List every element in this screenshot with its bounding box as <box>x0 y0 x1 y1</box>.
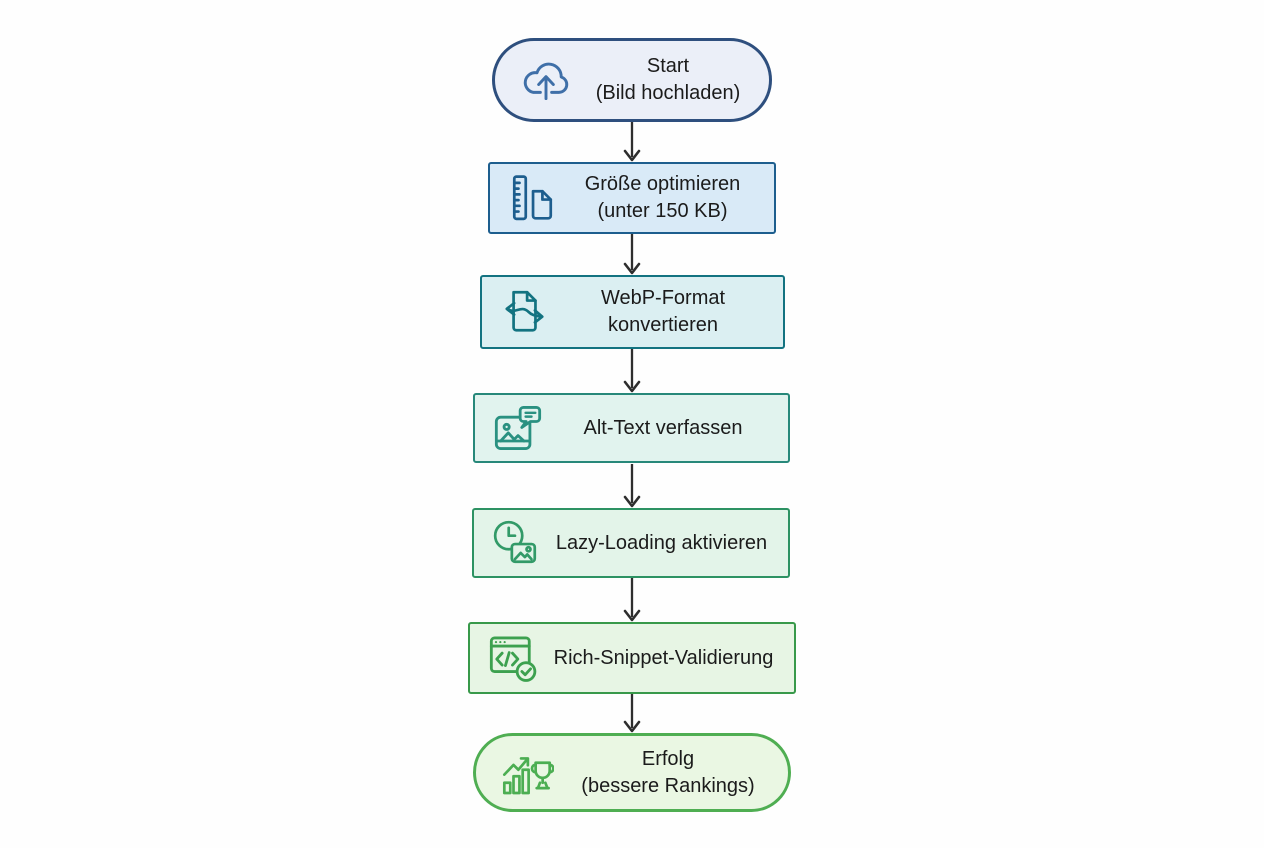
flow-arrow <box>621 231 643 277</box>
node-label: Alt-Text verfassen <box>544 415 788 442</box>
node-label-line: (bessere Rankings) <box>581 774 755 797</box>
flow-node-size-optimize: Größe optimieren (unter 150 KB) <box>488 162 776 234</box>
code-check-icon <box>487 633 539 683</box>
node-label-line: Start <box>646 55 690 77</box>
flow-arrow <box>621 464 643 510</box>
node-label: Erfolg (bessere Rankings) <box>554 746 788 800</box>
image-comment-icon <box>492 403 544 453</box>
flow-node-lazy-loading: Lazy-Loading aktivieren <box>472 508 790 578</box>
flow-arrow <box>621 689 643 735</box>
document-convert-icon <box>499 287 549 337</box>
flow-arrow <box>621 578 643 624</box>
flow-node-rich-snippet: Rich-Snippet-Validierung <box>468 622 796 694</box>
node-label-line: Erfolg <box>641 747 695 770</box>
node-label-line: Größe optimieren <box>584 173 741 195</box>
node-label-line: WebP-Format <box>600 287 726 309</box>
node-label: Lazy-Loading aktivieren <box>541 530 788 557</box>
node-label: WebP-Format konvertieren <box>549 285 783 339</box>
flow-arrow <box>621 349 643 395</box>
cloud-upload-icon <box>519 53 573 107</box>
node-label-line: Rich-Snippet-Validierung <box>553 646 774 669</box>
flow-node-start: Start (Bild hochladen) <box>492 38 772 122</box>
flow-arrow <box>621 118 643 164</box>
node-label: Größe optimieren (unter 150 KB) <box>557 171 774 225</box>
node-label-line: (Bild hochladen) <box>595 82 741 104</box>
node-label-line: Alt-Text verfassen <box>583 416 743 439</box>
node-label-line: konvertieren <box>607 314 719 336</box>
flow-node-webp-convert: WebP-Format konvertieren <box>480 275 785 349</box>
clock-image-icon <box>491 518 541 568</box>
flow-node-alt-text: Alt-Text verfassen <box>473 393 790 463</box>
node-label: Start (Bild hochladen) <box>573 53 769 107</box>
chart-trophy-icon <box>500 748 554 798</box>
flow-node-success: Erfolg (bessere Rankings) <box>473 733 791 812</box>
node-label-line: Lazy-Loading aktivieren <box>555 531 768 554</box>
ruler-document-icon <box>507 173 557 223</box>
node-label-line: (unter 150 KB) <box>597 200 728 222</box>
node-label: Rich-Snippet-Validierung <box>539 645 794 672</box>
